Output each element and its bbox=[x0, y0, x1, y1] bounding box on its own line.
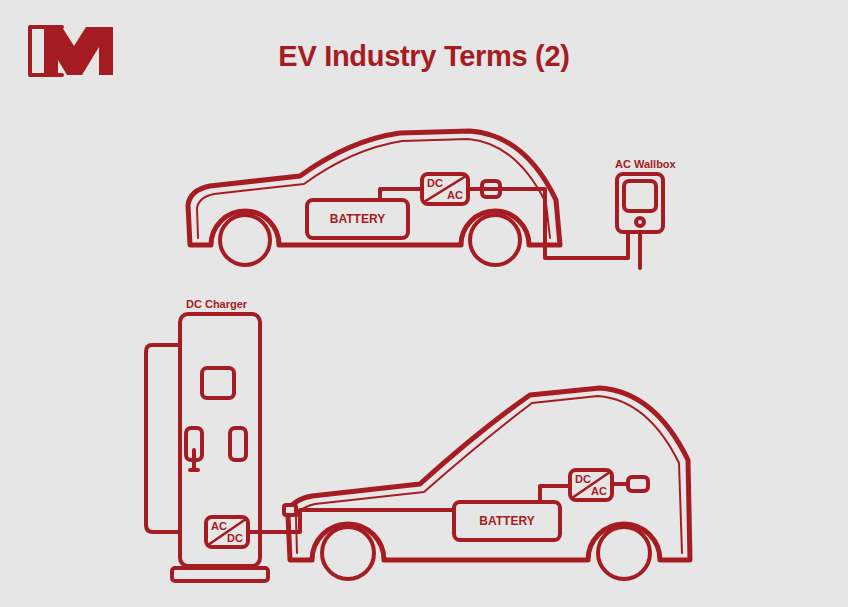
converter-label: AC bbox=[591, 485, 607, 497]
battery-label: BATTERY bbox=[479, 514, 534, 528]
wire-connector bbox=[380, 189, 420, 198]
battery-label: BATTERY bbox=[330, 212, 385, 226]
device-label: DC Charger bbox=[186, 298, 247, 310]
charger-base bbox=[172, 568, 268, 581]
wire-connector bbox=[470, 189, 628, 258]
converter-box: DCAC bbox=[568, 468, 614, 502]
cable-plug bbox=[284, 505, 296, 515]
wallbox-button bbox=[636, 218, 644, 226]
wallbox: AC Wallbox bbox=[615, 172, 665, 234]
converter-box: DC AC bbox=[420, 172, 470, 206]
charge-port bbox=[628, 477, 648, 491]
battery-box: BATTERY bbox=[452, 500, 562, 542]
charger-housing: DC ChargerACDC bbox=[178, 312, 262, 568]
wire bbox=[614, 482, 628, 486]
logo-m bbox=[44, 27, 113, 75]
converter-box: ACDC bbox=[204, 515, 250, 549]
converter-label: DC bbox=[227, 532, 243, 544]
converter-label: DC bbox=[427, 177, 443, 189]
battery-box: BATTERY bbox=[305, 198, 410, 240]
converter-label: AC bbox=[447, 189, 463, 201]
wheel bbox=[598, 527, 650, 579]
charger-plug bbox=[190, 450, 198, 470]
charger-socket bbox=[230, 428, 246, 460]
wheel bbox=[220, 215, 270, 265]
converter-label: AC bbox=[211, 520, 227, 532]
wire-connector bbox=[540, 486, 568, 500]
wallbox-stand bbox=[638, 234, 642, 268]
wheel bbox=[322, 527, 374, 579]
charger-screen bbox=[202, 368, 234, 398]
car-body bbox=[288, 388, 690, 560]
wheel bbox=[470, 215, 520, 265]
device-label: AC Wallbox bbox=[615, 158, 676, 170]
wire-connector bbox=[250, 510, 452, 532]
page-title: EV Industry Terms (2) bbox=[0, 40, 848, 73]
charger-cable bbox=[146, 345, 178, 532]
wallbox-screen bbox=[624, 181, 656, 211]
converter-label: DC bbox=[575, 473, 591, 485]
